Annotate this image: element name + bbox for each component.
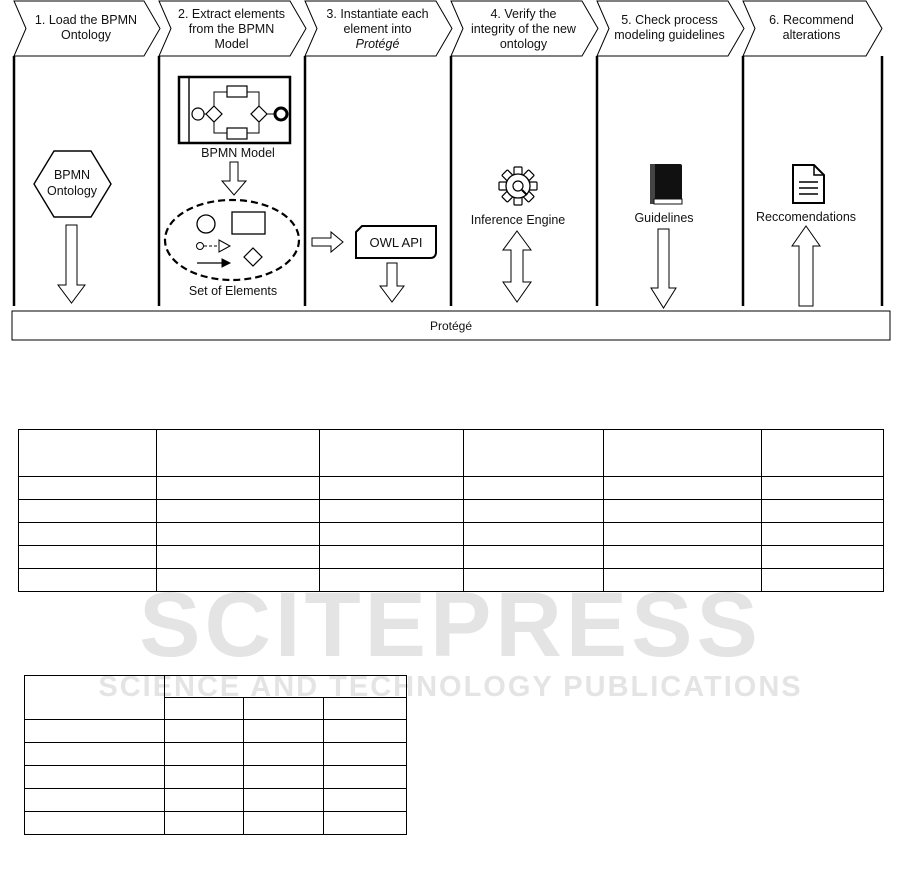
step-chevron-3 bbox=[304, 0, 453, 57]
step-6-label-line-2: alterations bbox=[783, 28, 841, 42]
step-3-label-line-2: element into bbox=[343, 22, 411, 36]
step-1-label-line-2: Ontology bbox=[61, 28, 112, 42]
inference-engine-label: Inference Engine bbox=[471, 213, 566, 227]
bpmn-model-label: BPMN Model bbox=[201, 146, 275, 160]
table-row bbox=[18, 545, 884, 569]
ontology-down-arrow bbox=[57, 224, 86, 304]
step-4-label-line-2: integrity of the new bbox=[471, 22, 577, 36]
step-chevron-1 bbox=[13, 0, 161, 57]
table-row bbox=[18, 568, 884, 592]
document-icon bbox=[792, 164, 825, 204]
step-1-label-line-1: 1. Load the BPMN bbox=[35, 13, 137, 27]
recommendations-label: Reccomendations bbox=[756, 210, 856, 224]
step-chevron-6 bbox=[742, 0, 883, 57]
guidelines-down-arrow bbox=[650, 228, 677, 309]
step-5-label-line-2: modeling guidelines bbox=[614, 28, 725, 42]
table-row bbox=[18, 522, 884, 546]
lane-separators bbox=[12, 56, 884, 306]
owl-api-label: OWL API bbox=[370, 235, 423, 250]
step-4-label-line-1: 4. Verify the bbox=[490, 7, 556, 21]
table-row bbox=[24, 765, 407, 789]
step-2-label-line-2: from the BPMN bbox=[189, 22, 274, 36]
inference-double-arrow bbox=[502, 230, 532, 303]
protege-bar bbox=[11, 310, 891, 341]
step-chevron-4 bbox=[450, 0, 599, 57]
recommendations-up-arrow bbox=[791, 225, 821, 307]
bpmn-ontology-hexagon: BPMN Ontology bbox=[33, 150, 112, 218]
owl-api-right-arrow bbox=[311, 230, 344, 254]
ontology-label-line1: BPMN bbox=[54, 168, 90, 182]
table-row bbox=[24, 742, 407, 766]
table-row bbox=[24, 675, 407, 720]
step-chevron-2 bbox=[158, 0, 307, 57]
bpmn-model-diagram bbox=[177, 75, 292, 145]
step-chevron-5 bbox=[596, 0, 745, 57]
ontology-label-line2: Ontology bbox=[47, 184, 98, 198]
table-row bbox=[24, 719, 407, 743]
step-4-label-line-3: ontology bbox=[500, 37, 548, 51]
table-row bbox=[18, 476, 884, 500]
table-row bbox=[24, 811, 407, 835]
owl-api-down-arrow bbox=[379, 262, 405, 303]
set-of-elements-group bbox=[163, 198, 301, 282]
model-down-arrow bbox=[220, 161, 248, 196]
set-of-elements-label: Set of Elements bbox=[189, 284, 277, 298]
empty-table-2 bbox=[24, 675, 407, 835]
step-6-label-line-1: 6. Recommend bbox=[769, 13, 854, 27]
table-row bbox=[18, 499, 884, 523]
owl-api-box bbox=[355, 225, 437, 259]
protege-label: Protégé bbox=[430, 319, 472, 333]
step-3-label-line-3: Protégé bbox=[356, 37, 400, 51]
step-2-label-line-1: 2. Extract elements bbox=[178, 7, 285, 21]
step-2-label-line-3: Model bbox=[214, 37, 248, 51]
gear-icon bbox=[498, 166, 538, 206]
guidelines-label: Guidelines bbox=[634, 211, 693, 225]
table-row bbox=[24, 788, 407, 812]
step-5-label-line-1: 5. Check process bbox=[621, 13, 718, 27]
table-row bbox=[25, 697, 407, 720]
book-icon bbox=[650, 164, 683, 205]
table-row bbox=[18, 429, 884, 477]
step-3-label-line-1: 3. Instantiate each bbox=[326, 7, 428, 21]
empty-table-1 bbox=[18, 429, 884, 592]
watermark-main: SCITEPRESS bbox=[139, 574, 762, 676]
